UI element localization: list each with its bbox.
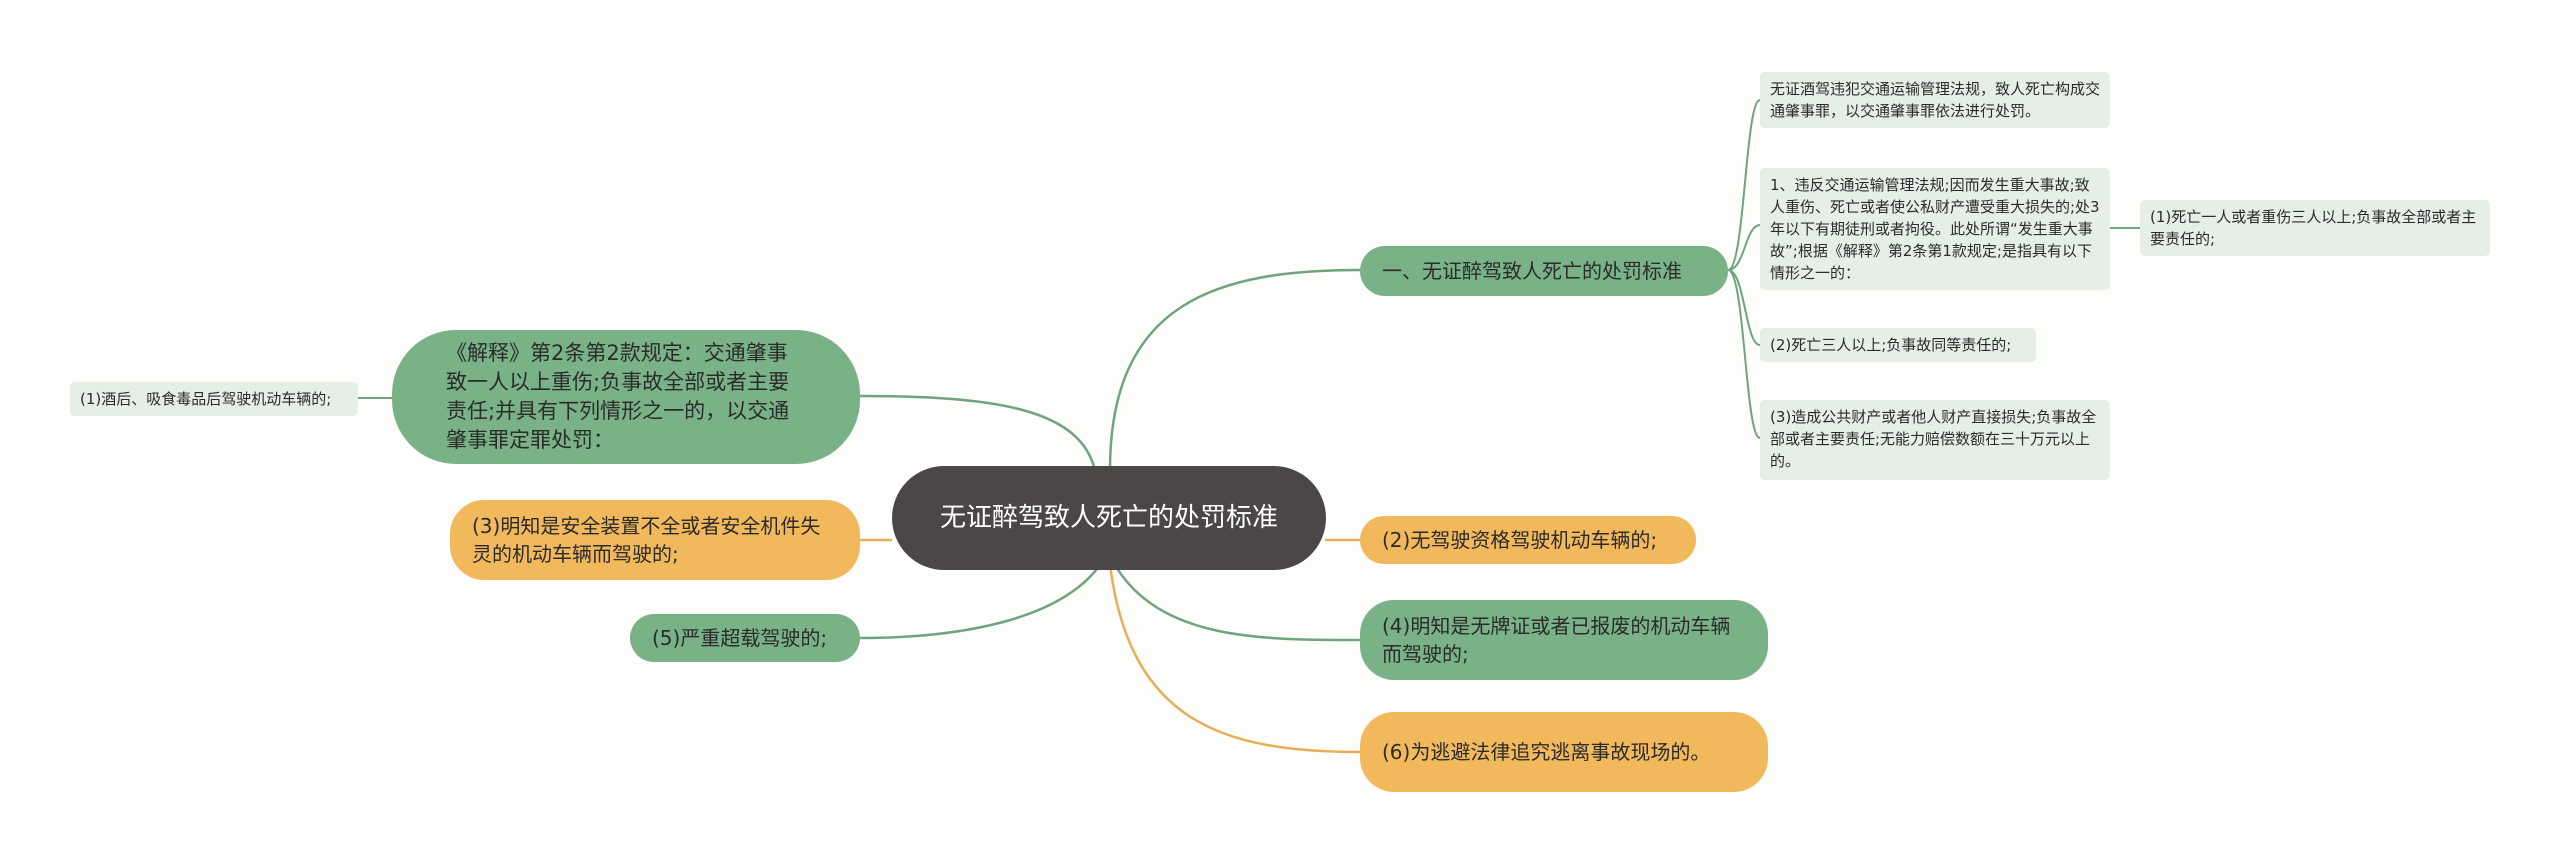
link-root-item5 [859,564,1102,640]
leaf-rule2[interactable]: (2)死亡三人以上;负事故同等责任的; [1760,328,2036,362]
link-root-item4 [1113,564,1361,642]
branch-item4-label: (4)明知是无牌证或者已报废的机动车辆而驾驶的; [1382,614,1731,666]
link-root-interpretation [859,394,1097,471]
leaf-summary-label: 无证酒驾违犯交通运输管理法规，致人死亡构成交通肇事罪，以交通肇事罪依法进行处罚。 [1770,80,2101,120]
leaf-rule1-sub[interactable]: (1)死亡一人或者重伤三人以上;负事故全部或者主要责任的; [2140,200,2490,256]
link-root-standard [1108,268,1361,471]
leaf-rule1[interactable]: 1、违反交通运输管理法规;因而发生重大事故;致人重伤、死亡或者使公私财产遭受重大… [1760,168,2110,290]
leaf-item1-label: (1)酒后、吸食毒品后驾驶机动车辆的; [80,390,332,408]
leaf-rule1-sub-label: (1)死亡一人或者重伤三人以上;负事故全部或者主要责任的; [2150,208,2477,248]
leaf-rule2-label: (2)死亡三人以上;负事故同等责任的; [1770,336,2012,354]
leaf-summary[interactable]: 无证酒驾违犯交通运输管理法规，致人死亡构成交通肇事罪，以交通肇事罪依法进行处罚。 [1760,72,2110,128]
branch-interpretation-label: 《解释》第2条第2款规定：交通肇事致一人以上重伤;负事故全部或者主要责任;并具有… [446,341,790,452]
link-root-item6 [1108,564,1361,754]
root-label: 无证醉驾致人死亡的处罚标准 [939,503,1278,533]
branch-standard-label: 一、无证醉驾致人死亡的处罚标准 [1382,259,1682,283]
branch-item3-label: (3)明知是安全装置不全或者安全机件失灵的机动车辆而驾驶的; [472,514,821,566]
leaf-rule1-label: 1、违反交通运输管理法规;因而发生重大事故;致人重伤、死亡或者使公私财产遭受重大… [1770,176,2100,282]
branch-item2[interactable]: (2)无驾驶资格驾驶机动车辆的; [1360,516,1696,564]
branch-item4[interactable]: (4)明知是无牌证或者已报废的机动车辆而驾驶的; [1360,600,1768,680]
leaf-rule3-label: (3)造成公共财产或者他人财产直接损失;负事故全部或者主要责任;无能力赔偿数额在… [1770,408,2097,470]
root-node[interactable]: 无证醉驾致人死亡的处罚标准 [892,466,1326,570]
branch-item6-label: (6)为逃避法律追究逃离事故现场的。 [1382,740,1711,764]
leaf-rule3[interactable]: (3)造成公共财产或者他人财产直接损失;负事故全部或者主要责任;无能力赔偿数额在… [1760,400,2110,480]
branch-item6[interactable]: (6)为逃避法律追究逃离事故现场的。 [1360,712,1768,792]
branch-interpretation[interactable]: 《解释》第2条第2款规定：交通肇事致一人以上重伤;负事故全部或者主要责任;并具有… [392,330,860,464]
link-standard-leaves [1727,99,1761,439]
branch-item2-label: (2)无驾驶资格驾驶机动车辆的; [1382,528,1658,552]
branch-standard[interactable]: 一、无证醉驾致人死亡的处罚标准 [1360,246,1728,296]
leaf-item1[interactable]: (1)酒后、吸食毒品后驾驶机动车辆的; [70,382,358,416]
branch-item5[interactable]: (5)严重超载驾驶的; [630,614,860,662]
branch-item3[interactable]: (3)明知是安全装置不全或者安全机件失灵的机动车辆而驾驶的; [450,500,860,580]
branch-item5-label: (5)严重超载驾驶的; [652,626,828,650]
